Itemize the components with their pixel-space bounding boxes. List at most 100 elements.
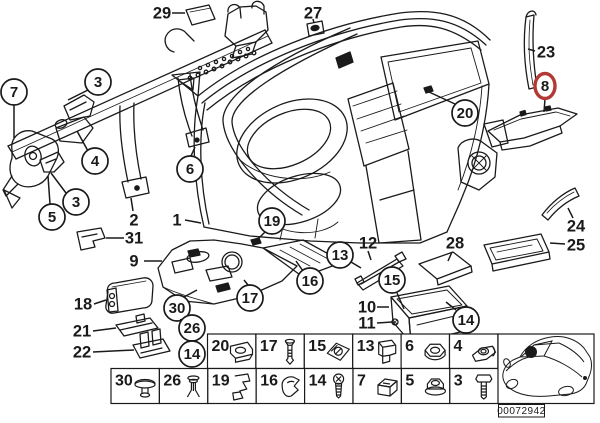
fastener-cell-6[interactable]: 6	[400, 333, 451, 370]
callout-balloon-17[interactable]: 17	[236, 279, 264, 312]
balloon-number: 20	[457, 105, 474, 122]
callout-balloon-3[interactable]: 3	[67, 68, 112, 101]
highlight-ring[interactable]	[533, 71, 557, 101]
callout-label-11[interactable]: 11	[358, 315, 393, 333]
callout-balloon-16[interactable]: 16	[295, 260, 324, 295]
fastener-cell-box[interactable]	[158, 367, 209, 405]
callout-balloon-14[interactable]: 14	[445, 301, 480, 334]
fastener-cell-number: 4	[454, 338, 463, 355]
clip-bracket-icon	[378, 339, 397, 364]
callout-label-27[interactable]: 27	[304, 5, 322, 24]
callout-label-12[interactable]: 12	[359, 235, 377, 261]
callout-balloon-30[interactable]: 30	[163, 289, 198, 322]
balloon-circle[interactable]	[236, 284, 264, 312]
fastener-cell-19[interactable]: 19	[207, 367, 257, 405]
fastener-cell-box[interactable]	[303, 333, 354, 370]
callout-balloon-15[interactable]: 15	[378, 266, 406, 310]
balloon-number: 3	[72, 194, 80, 211]
part-number-box	[498, 404, 545, 418]
callout-label-18[interactable]: 18	[74, 296, 107, 314]
fastener-cell-box[interactable]	[352, 367, 403, 405]
callout-number: 28	[446, 235, 464, 253]
z-clip-icon	[232, 373, 251, 401]
fastener-cell-box[interactable]	[207, 367, 257, 405]
trim-parts-drawing	[185, 4, 580, 272]
callout-label-1[interactable]: 1	[172, 212, 202, 230]
fastener-cell-26[interactable]: 26	[158, 367, 209, 405]
callout-balloon-3[interactable]: 3	[50, 172, 90, 216]
callout-number: 10	[358, 299, 376, 317]
hex-nut-icon	[424, 343, 446, 361]
fastener-cell-16[interactable]: 16	[255, 367, 306, 405]
balloon-number: 13	[332, 247, 349, 264]
callout-number: 25	[567, 237, 585, 255]
fastener-cell-7[interactable]: 7	[352, 367, 403, 405]
callout-label-10[interactable]: 10	[358, 299, 389, 317]
callout-balloon-14[interactable]: 14	[178, 340, 206, 368]
fastener-cell-3[interactable]: 3	[449, 367, 499, 405]
callout-label-25[interactable]: 25	[549, 237, 585, 255]
balloon-circle[interactable]	[296, 267, 324, 295]
fastener-cell-17[interactable]: 17	[255, 333, 305, 370]
callout-label-2[interactable]: 2	[129, 197, 139, 230]
fastener-cell-4[interactable]: 4	[448, 333, 499, 370]
callout-balloon-26[interactable]: 26	[178, 314, 206, 342]
car-location-dot	[525, 346, 537, 358]
callout-balloon-4[interactable]: 4	[76, 130, 109, 175]
callout-number: 29	[153, 5, 171, 23]
fastener-cell-box[interactable]	[400, 367, 451, 405]
part-number-label: 00072942	[497, 404, 545, 418]
balloon-circle[interactable]	[176, 155, 204, 183]
balloon-circle[interactable]	[452, 306, 480, 334]
fastener-cell-number: 6	[405, 338, 414, 355]
fastener-cell-number: 26	[163, 373, 181, 390]
callout-balloon-20[interactable]: 20	[428, 91, 479, 127]
fastener-cell-13[interactable]: 13	[352, 333, 402, 370]
fastener-cell-box[interactable]	[255, 333, 305, 370]
callout-balloon-6[interactable]: 6	[176, 146, 204, 183]
callout-label-21[interactable]: 21	[73, 323, 117, 341]
balloon-circle[interactable]	[451, 99, 479, 127]
dashboard-drawing	[193, 10, 498, 244]
fastener-cell-5[interactable]: 5	[400, 367, 451, 405]
balloon-circle[interactable]	[81, 147, 109, 175]
balloon-circle[interactable]	[62, 188, 90, 216]
fastener-cell-number: 5	[405, 373, 414, 390]
balloon-circle[interactable]	[258, 207, 286, 235]
fastener-cell-20[interactable]: 20	[206, 333, 257, 370]
fastener-cell-box[interactable]	[449, 367, 499, 405]
balloon-circle[interactable]	[84, 68, 112, 96]
fastener-cell-30[interactable]: 30	[110, 367, 161, 405]
balloon-circle[interactable]	[326, 241, 354, 269]
balloon-circle[interactable]	[38, 203, 66, 231]
pan-screw-icon	[333, 373, 345, 399]
callout-label-9[interactable]: 9	[129, 253, 162, 271]
fastener-cell-14[interactable]: 14	[304, 367, 354, 405]
callout-number: 1	[172, 212, 181, 230]
flange-nut-icon	[424, 378, 446, 396]
fastener-cell-number: 19	[212, 373, 230, 390]
callout-label-29[interactable]: 29	[153, 5, 185, 23]
fastener-cell-box[interactable]	[352, 333, 402, 370]
callout-label-31[interactable]: 31	[106, 230, 143, 248]
balloon-number: 6	[186, 161, 194, 178]
callout-label-22[interactable]: 22	[73, 344, 135, 362]
callout-number: 12	[359, 235, 377, 253]
balloon-circle[interactable]	[178, 340, 206, 368]
balloon-circle[interactable]	[0, 78, 28, 106]
callout-label-28[interactable]: 28	[446, 235, 464, 262]
fastener-cell-box[interactable]	[206, 333, 257, 370]
fastener-cell-15[interactable]: 15	[303, 333, 354, 370]
callout-label-23[interactable]: 23	[527, 44, 555, 62]
callout-balloon-19[interactable]: 19	[255, 207, 286, 242]
fastener-cell-number: 30	[115, 373, 133, 390]
callout-balloon-13[interactable]: 13	[326, 241, 362, 269]
callout-balloon-7[interactable]: 7	[0, 78, 28, 138]
balloon-circle[interactable]	[163, 294, 191, 322]
callout-balloon-5[interactable]: 5	[38, 175, 66, 231]
callout-highlighted-8[interactable]: 8	[533, 71, 557, 113]
fastener-cell-box[interactable]	[304, 367, 354, 405]
callout-number: 27	[304, 5, 322, 23]
balloon-circle[interactable]	[378, 266, 406, 294]
callout-label-24[interactable]: 24	[567, 207, 586, 236]
